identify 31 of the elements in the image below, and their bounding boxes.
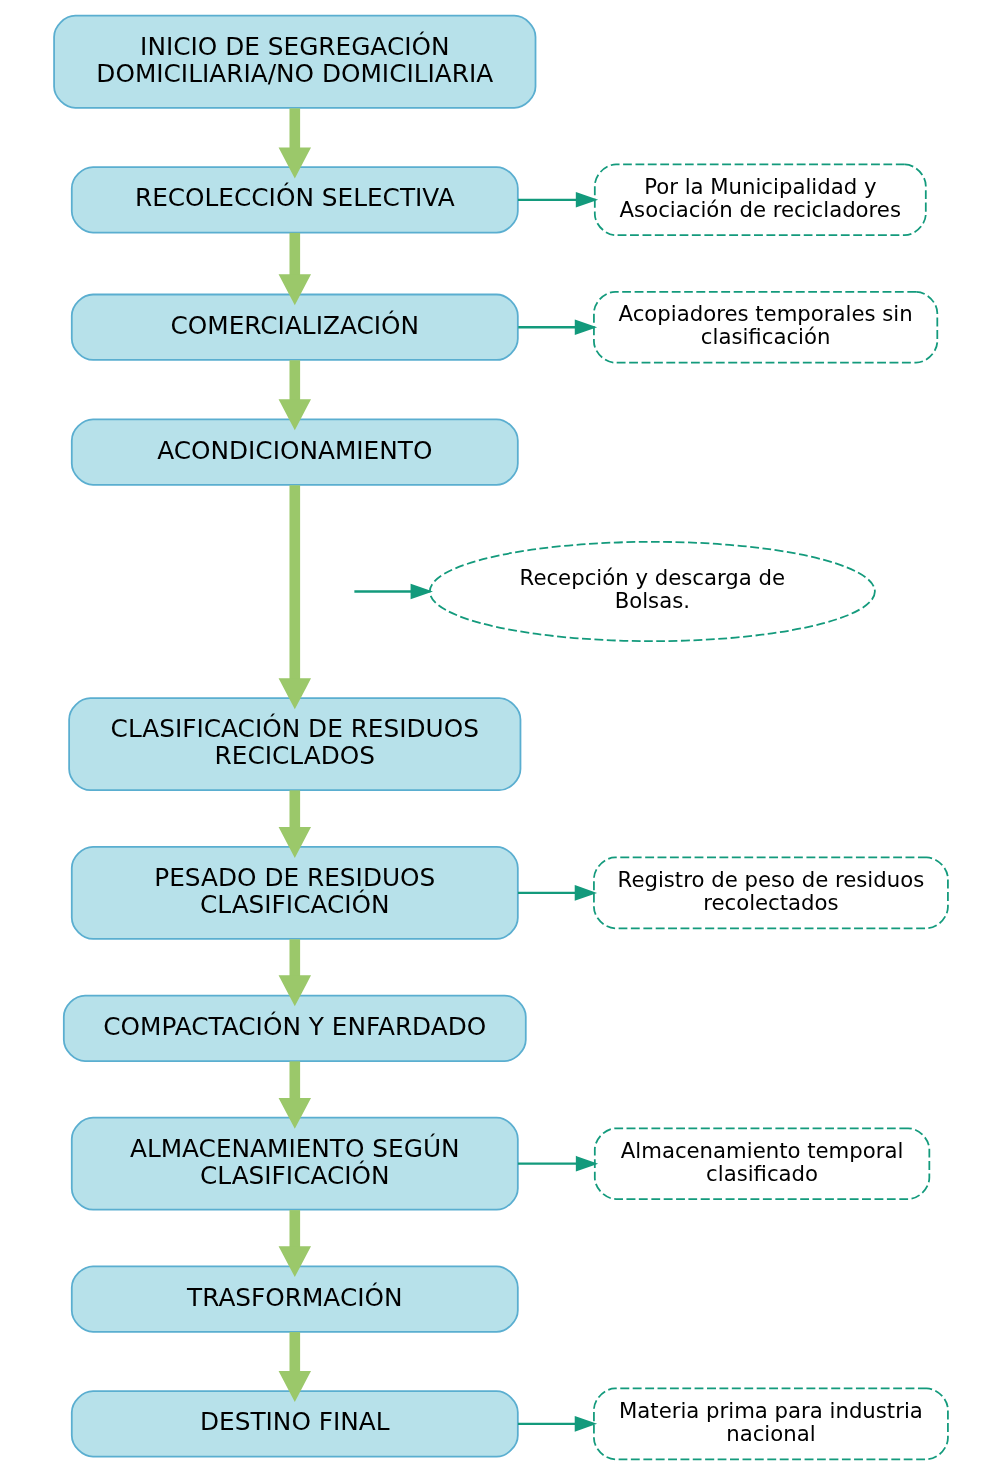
node-box: RECOLECCIÓN SELECTIVA [70,166,519,234]
arrow [278,939,311,1007]
node-box: DESTINO FINAL [70,1390,519,1458]
node-box: TRASFORMACIÓN [70,1265,519,1333]
node-box: ACONDICIONAMIENTO [70,418,519,486]
node-box: COMERCIALIZACIÓN [70,293,519,361]
node-box: COMPACTACIÓN Y ENFARDADO [62,994,527,1062]
node-box: Registro de peso de residuos recolectados [593,856,949,930]
arrow [517,1416,598,1432]
node-box: Acopiadores temporales sin clasificación [593,290,939,364]
arrow [518,319,598,336]
arrow [278,485,311,710]
node-box: ALMACENAMIENTO SEGÚN CLASIFICACIÓN [70,1116,519,1211]
node-ellipse: Recepción y descarga de Bolsas. [428,540,876,643]
node-box: Por la Municipalidad y Asociación de recicladores [593,163,927,237]
node-box: Materia prima para industria nacional [593,1387,949,1461]
arrow [278,232,311,306]
arrow [518,192,599,208]
node-box: CLASIFICACIÓN DE RESIDUOS RECICLADOS [68,697,522,792]
arrow [278,360,311,431]
arrow [278,1332,311,1402]
arrow [354,583,433,600]
arrow [278,1061,311,1129]
arrow [278,1210,311,1278]
node-box: INICIO DE SEGREGACIÓN DOMICILIARIA/NO DOMICILIARIA [53,14,537,109]
node-box: Almacenamiento temporal clasificado [593,1127,931,1200]
arrow [517,1155,599,1172]
arrow [517,885,598,901]
arrow [278,790,311,858]
arrow [278,108,311,179]
node-box: PESADO DE RESIDUOS CLASIFICACIÓN [70,845,519,940]
